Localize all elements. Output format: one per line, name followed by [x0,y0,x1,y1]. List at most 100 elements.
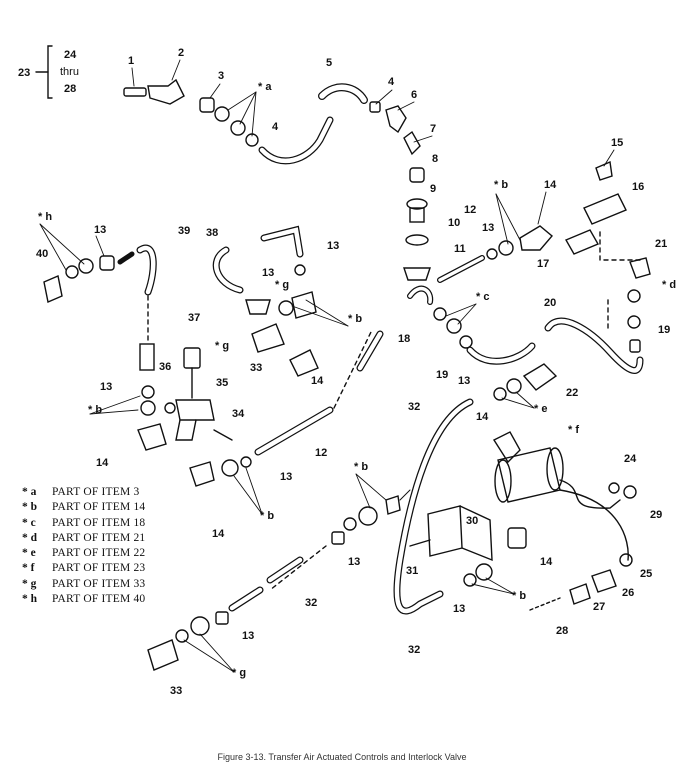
callout-label: 24 [624,453,637,465]
legend-text: PART OF ITEM 18 [52,516,146,529]
callout-label: * e [534,403,547,415]
top-fitting-chain [123,78,431,281]
callout-label: 4 [272,121,279,133]
callout-label: 19 [658,324,670,336]
legend-key: * f [22,562,35,575]
legend-key: * a [22,486,37,498]
callout-label: 20 [544,297,556,309]
callout-label: 33 [250,362,262,374]
legend-row: * c PART OF ITEM 18 [22,516,242,531]
callout-label: * f [568,424,579,436]
figure-caption: Figure 3-13. Transfer Air Actuated Contr… [217,752,467,762]
callout-label: 2 [178,47,184,59]
legend-row: * h PART OF ITEM 40 [22,592,242,607]
callout-label: 13 [262,267,274,279]
legend-key: * c [22,516,36,529]
callout-label: 12 [315,447,327,459]
legend-text: PART OF ITEM 40 [52,593,146,606]
bracket-line-3: 28 [64,83,76,95]
legend-row: * a PART OF ITEM 3 [22,485,242,500]
legend-text: PART OF ITEM 14 [52,501,146,514]
callout-label: 29 [650,509,662,521]
callout-label: 5 [326,57,332,69]
callout-label: 19 [436,369,448,381]
callout-label: * b [348,313,362,325]
callout-label: 14 [212,528,225,540]
callout-label: 1 [128,55,134,67]
callout-label: 9 [430,183,436,195]
callout-label: 15 [611,137,623,149]
legend-row: * f PART OF ITEM 23 [22,561,242,576]
callout-label: 25 [640,568,652,580]
callout-label: 13 [280,471,292,483]
callout-label: * c [476,291,489,303]
callout-label: 12 [464,204,476,216]
valve-block-cluster [164,323,319,487]
callout-label: 32 [408,644,420,656]
callout-label: 32 [305,597,317,609]
callout-label: 14 [96,457,109,469]
callout-label: 26 [622,587,634,599]
tube-12 [254,329,384,456]
hose-32 [393,398,474,615]
callout-label: 35 [216,377,228,389]
callout-label: * g [232,667,246,679]
callout-label: * g [215,340,229,352]
callout-label: 10 [448,217,460,229]
legend-key: * h [22,593,38,606]
legend-key: * b [22,501,38,514]
callout-label: 33 [170,685,182,697]
bottom-fitting-chain [147,495,401,671]
callout-label: 14 [544,179,557,191]
callout-label: 34 [232,408,245,420]
callout-label: 36 [159,361,171,373]
callout-label: * b [260,510,274,522]
callout-label: * b [512,590,526,602]
legend-row: * b PART OF ITEM 14 [22,500,242,515]
callout-label: 17 [537,258,549,270]
center-fitting-cluster [407,285,644,401]
callout-label: 13 [94,224,106,236]
bracket-line-2: thru [60,66,79,78]
right-fitting-cluster [437,160,651,353]
legend-text: PART OF ITEM 21 [52,531,146,544]
callout-label: 16 [632,181,644,193]
callout-label: * a [258,81,272,93]
callout-label: * b [354,461,368,473]
callout-label: 13 [242,630,254,642]
bracket-group: 23 24 thru 28 [18,49,79,95]
legend-text: PART OF ITEM 23 [52,562,146,575]
bracket-line-1: 24 [64,49,77,61]
callout-label: * h [38,211,52,223]
callout-label: 27 [593,601,605,613]
legend-key: * d [22,531,38,544]
callout-label: 13 [458,375,470,387]
callout-label: 13 [453,603,465,615]
legend-row: * d PART OF ITEM 21 [22,531,242,546]
callout-label: * b [88,404,102,416]
callout-label: 14 [311,375,324,387]
callout-label: 13 [482,222,494,234]
bracket-23 [35,45,53,99]
callout-label: 3 [218,70,224,82]
callout-label: 37 [188,312,200,324]
callout-label: 14 [540,556,553,568]
legend-text: PART OF ITEM 22 [52,547,146,560]
callout-label: 22 [566,387,578,399]
callout-label: 18 [398,333,410,345]
callout-label: 13 [348,556,360,568]
callout-label: 8 [432,153,438,165]
left-fitting-cluster [43,244,167,451]
callout-label: 40 [36,248,48,260]
legend-key: * g [22,577,37,590]
actuator-assembly [409,431,637,611]
leader-lines [39,59,615,673]
callout-label: * g [275,279,289,291]
callout-label: 21 [655,238,667,250]
callout-label: 38 [206,227,218,239]
callout-label: * b [494,179,508,191]
legend-text: PART OF ITEM 3 [52,486,140,498]
